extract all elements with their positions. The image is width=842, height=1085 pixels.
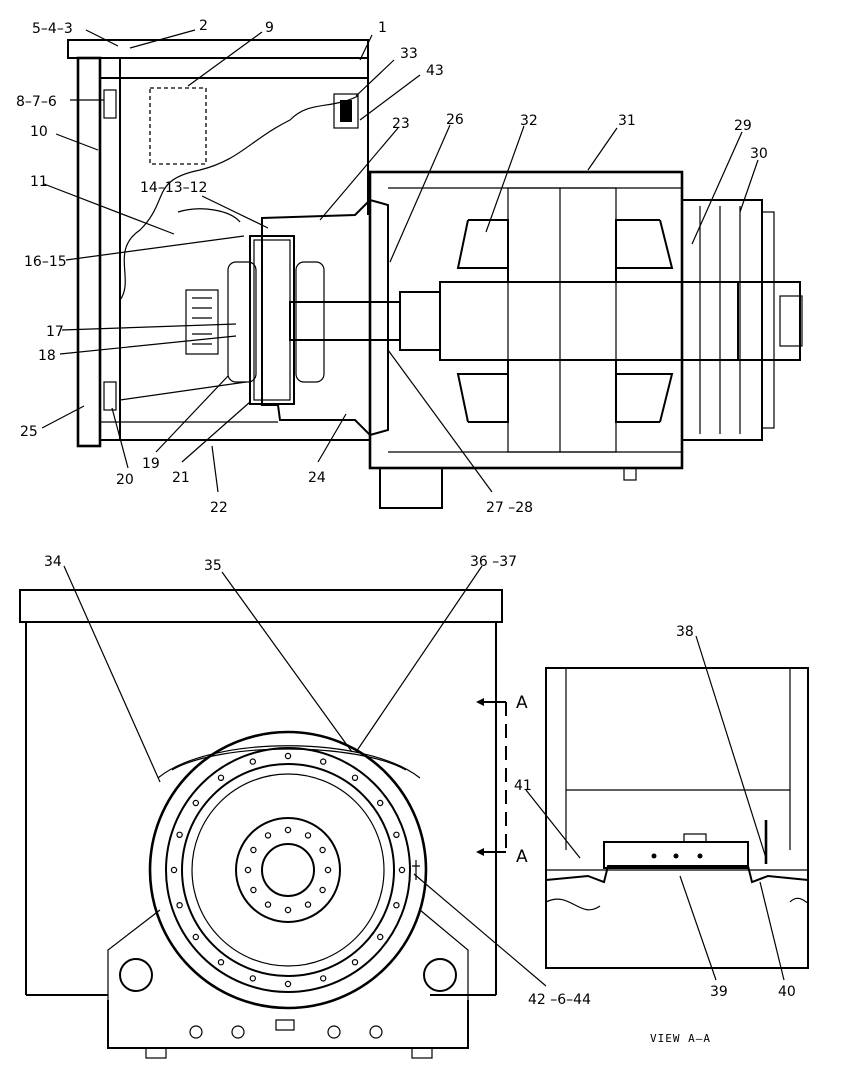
bolt-hole bbox=[393, 831, 400, 839]
bolt-hole bbox=[249, 758, 256, 765]
leader-lines-top bbox=[41, 29, 759, 493]
main-frame bbox=[368, 170, 684, 470]
callout-5-4-3: 5–4–3 bbox=[32, 21, 73, 37]
callout-11: 11 bbox=[30, 174, 48, 190]
callout-19: 19 bbox=[142, 456, 160, 472]
fan bbox=[681, 199, 763, 441]
coupling-hub bbox=[235, 817, 341, 923]
callout-41: 41 bbox=[514, 778, 532, 794]
callout-21: 21 bbox=[172, 470, 190, 486]
bolt-hole bbox=[217, 959, 225, 966]
callout-40: 40 bbox=[778, 984, 796, 1000]
bolt-hole bbox=[398, 866, 406, 874]
bolt-hole bbox=[170, 866, 178, 874]
bolt-hole bbox=[320, 975, 327, 982]
bolt-hole bbox=[250, 886, 257, 894]
bolt-hole bbox=[284, 752, 292, 760]
bolt-hole bbox=[176, 831, 183, 839]
section-letter-top: A bbox=[516, 693, 528, 713]
callout-34: 34 bbox=[44, 554, 62, 570]
callout-25: 25 bbox=[20, 424, 38, 440]
bolt-hole bbox=[264, 901, 272, 908]
callout-16-15: 16–15 bbox=[24, 254, 67, 270]
bolt-hole bbox=[377, 933, 384, 941]
callout-14-13-12: 14–13–12 bbox=[140, 180, 207, 196]
bolt-hole bbox=[250, 846, 257, 854]
view-a-a bbox=[525, 635, 809, 981]
bolt-hole bbox=[217, 774, 225, 782]
callout-38: 38 bbox=[676, 624, 694, 640]
bolt-hole bbox=[351, 959, 359, 966]
callout-36-37: 36 –37 bbox=[470, 554, 517, 570]
callout-20: 20 bbox=[116, 472, 134, 488]
bolt-hole bbox=[319, 886, 326, 894]
callout-33: 33 bbox=[400, 46, 418, 62]
bolt-hole bbox=[249, 975, 256, 982]
bolt-hole bbox=[192, 933, 199, 941]
bolt-hole bbox=[377, 799, 384, 807]
bolt-hole bbox=[244, 866, 252, 874]
shaft bbox=[289, 301, 401, 341]
bolt-hole bbox=[320, 758, 327, 765]
housing-outer-ring bbox=[148, 730, 428, 1010]
callout-30: 30 bbox=[750, 146, 768, 162]
view-caption: VIEW A–A bbox=[650, 1032, 711, 1045]
callout-18: 18 bbox=[38, 348, 56, 364]
bolt-hole bbox=[264, 832, 272, 839]
top-cover-plate bbox=[67, 39, 369, 59]
end-view-top-plate bbox=[19, 589, 503, 623]
callout-27-28: 27 –28 bbox=[486, 500, 533, 516]
bolt-hole bbox=[192, 799, 199, 807]
callout-10: 10 bbox=[30, 124, 48, 140]
callout-labels: 1 2 5–4–3 9 33 43 8–7–6 10 23 26 32 31 2… bbox=[16, 18, 796, 1045]
callout-24: 24 bbox=[308, 470, 326, 486]
callout-23: 23 bbox=[392, 116, 410, 132]
bolt-hole bbox=[319, 846, 326, 854]
bolt-hole bbox=[284, 906, 292, 914]
bolt-hole bbox=[324, 866, 332, 874]
callout-22: 22 bbox=[210, 500, 228, 516]
bolt-hole bbox=[176, 902, 183, 909]
callout-42-6-44: 42 –6–44 bbox=[528, 992, 591, 1008]
callout-31: 31 bbox=[618, 113, 636, 129]
nameplate-outline bbox=[149, 87, 207, 165]
callout-39: 39 bbox=[710, 984, 728, 1000]
bolt-hole bbox=[304, 901, 312, 908]
bolt-hole bbox=[284, 980, 292, 988]
callout-2: 2 bbox=[199, 18, 208, 34]
leader-lines-end bbox=[63, 565, 547, 987]
bolt-hole bbox=[351, 774, 359, 782]
callout-8-7-6: 8–7–6 bbox=[16, 94, 57, 110]
callout-9: 9 bbox=[265, 20, 274, 36]
side-section-view bbox=[41, 29, 803, 509]
end-view bbox=[19, 565, 547, 1059]
section-marker bbox=[476, 698, 507, 856]
callout-43: 43 bbox=[426, 63, 444, 79]
callout-1: 1 bbox=[378, 20, 387, 36]
callout-26: 26 bbox=[446, 112, 464, 128]
bolt-hole bbox=[284, 826, 292, 834]
section-letter-bottom: A bbox=[516, 847, 528, 867]
bolt-hole bbox=[304, 832, 312, 839]
callout-17: 17 bbox=[46, 324, 64, 340]
callout-35: 35 bbox=[204, 558, 222, 574]
callout-29: 29 bbox=[734, 118, 752, 134]
end-cover bbox=[76, 56, 102, 448]
bolt-hole bbox=[393, 902, 400, 909]
callout-32: 32 bbox=[520, 113, 538, 129]
